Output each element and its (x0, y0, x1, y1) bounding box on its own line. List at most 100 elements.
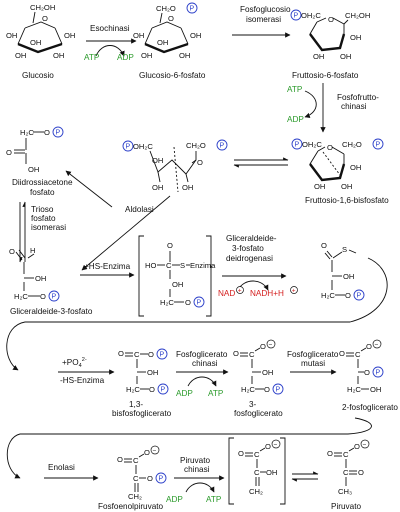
pfk-adp: ADP (287, 115, 304, 124)
pg3-label-1: 3- (249, 400, 257, 409)
svg-text:OH: OH (370, 385, 381, 394)
svg-text:OH: OH (147, 368, 158, 377)
svg-text:O: O (264, 385, 270, 394)
thiohemiacetal-intermediate: O HO C S Enzima OH H₂C O P (138, 235, 216, 317)
pg3-label-2: fosfoglicerato (234, 409, 283, 418)
pk-cofactor-curve (185, 482, 215, 493)
svg-text:H₂C: H₂C (241, 385, 255, 394)
svg-text:O: O (327, 143, 333, 152)
svg-text:H₂C: H₂C (160, 298, 174, 307)
svg-text:OH: OH (28, 165, 39, 174)
svg-text:+: + (292, 288, 296, 295)
svg-text:OH: OH (350, 163, 361, 172)
tpi-label-3: isomerasi (31, 223, 66, 232)
bpg-label-1: 1,3- (129, 400, 143, 409)
hexokinase-adp: ADP (117, 53, 134, 62)
svg-text:CH₂OH: CH₂OH (345, 11, 370, 20)
svg-text:C: C (133, 456, 139, 465)
svg-text:O: O (233, 349, 239, 358)
hexokinase-cofactor-curve (95, 45, 125, 57)
svg-text:S: S (180, 261, 185, 270)
g6p-label: Glucosio-6-fosfato (139, 71, 206, 80)
pfk-label-1: Fosfofrutto- (337, 93, 379, 102)
open-chain-f16bp: P OH₂C OH CH₂O P O OH OH (122, 139, 228, 193)
pk-label-1: Piruvato (180, 456, 210, 465)
svg-text:O: O (339, 349, 345, 358)
bpg-structure: O C O P OH H₂C O P (118, 348, 169, 395)
pgm-label-2: mutasi (301, 359, 325, 368)
svg-text:O: O (364, 368, 370, 377)
g6p-structure: CH₂O P O OH OH OH OH OH (133, 2, 201, 60)
svg-text:H₂C: H₂C (347, 385, 361, 394)
svg-text:CH₂: CH₂ (249, 487, 263, 496)
svg-text:O: O (238, 449, 244, 458)
svg-text:P: P (376, 370, 381, 377)
svg-text:CH₂O: CH₂O (156, 4, 176, 13)
svg-text:O: O (117, 455, 123, 464)
pgk-adp: ADP (176, 389, 193, 398)
svg-text:OH: OH (152, 183, 163, 192)
svg-text:OH: OH (6, 31, 17, 40)
pfk-cofactor-curve (304, 90, 317, 119)
hexokinase-label: Esochinasi (90, 24, 130, 33)
svg-text:O: O (197, 158, 203, 167)
gapdh-label-2: 3-fosfato (232, 244, 264, 253)
svg-text:OH: OH (340, 52, 351, 61)
svg-text:S: S (342, 245, 347, 254)
svg-text:P: P (294, 13, 299, 20)
svg-text:−: − (269, 342, 273, 349)
hs-enzyme-remove-label: -HS-Enzima (60, 376, 105, 385)
svg-text:OH: OH (182, 183, 193, 192)
tpi-label-2: fosfato (31, 214, 56, 223)
enolase-label: Enolasi (48, 463, 75, 472)
svg-text:OH: OH (262, 368, 273, 377)
svg-text:CH₂O: CH₂O (342, 140, 362, 149)
glucose-structure: CH₂OH O OH OH OH OH OH (6, 3, 75, 60)
svg-text:O: O (321, 241, 327, 250)
svg-text:O: O (44, 128, 50, 137)
svg-text:Enzima: Enzima (190, 261, 216, 270)
svg-text:CH₂O: CH₂O (186, 141, 206, 150)
svg-text:−: − (375, 342, 379, 349)
pk-label-2: chinasi (184, 465, 210, 474)
aldolase-label: Aldolasi (125, 205, 154, 214)
pgk-atp: ATP (208, 389, 224, 398)
hs-enzyme-add-label: +HS-Enzima (84, 262, 131, 271)
svg-text:O: O (345, 291, 351, 300)
svg-text:O: O (118, 349, 124, 358)
svg-text:O: O (185, 298, 191, 307)
pgk-label-1: Fosfoglicerato (176, 350, 228, 359)
svg-text:OH: OH (152, 156, 163, 165)
svg-text:O: O (358, 468, 364, 477)
f6p-structure: P OH₂C CH₂OH O OH OH OH (290, 9, 370, 61)
phosphate-in-label: +PO42- (62, 357, 87, 369)
thioester-intermediate: O S OH H₂C O P (321, 241, 365, 301)
svg-text:H: H (30, 246, 35, 255)
svg-text:OH: OH (341, 182, 352, 191)
svg-text:O: O (144, 448, 150, 457)
svg-text:P: P (197, 300, 202, 307)
svg-text:O: O (42, 14, 48, 23)
pep-structure: O C O − C O P CH₂ (117, 445, 167, 501)
svg-text:OH: OH (313, 52, 324, 61)
svg-text:O: O (167, 241, 173, 250)
svg-text:H₂C: H₂C (126, 385, 140, 394)
svg-text:O: O (40, 292, 46, 301)
svg-text:OH₂C: OH₂C (133, 142, 153, 151)
svg-text:P: P (190, 6, 195, 13)
pep-label: Fosfoenolpiruvato (98, 502, 164, 511)
svg-text:P: P (161, 387, 166, 394)
f16bp-structure: P OH₂C CH₂O P O OH OH OH (291, 138, 384, 191)
svg-text:OH: OH (179, 51, 190, 60)
svg-text:O: O (260, 342, 266, 351)
pyruvate-structure: O C O − C O CH₃ (327, 439, 370, 496)
svg-text:CH₂: CH₂ (128, 492, 142, 501)
svg-text:H₂C: H₂C (20, 128, 34, 137)
dhap-structure: H₂C O P O OH (6, 126, 64, 174)
svg-text:C: C (134, 350, 140, 359)
svg-text:P: P (126, 144, 131, 151)
svg-text:HO: HO (145, 261, 156, 270)
f16bp-label: Fruttosio-1,6-bisfosfato (305, 196, 389, 205)
dhap-label-2: fosfato (30, 188, 55, 197)
svg-text:OH₂C: OH₂C (302, 140, 322, 149)
